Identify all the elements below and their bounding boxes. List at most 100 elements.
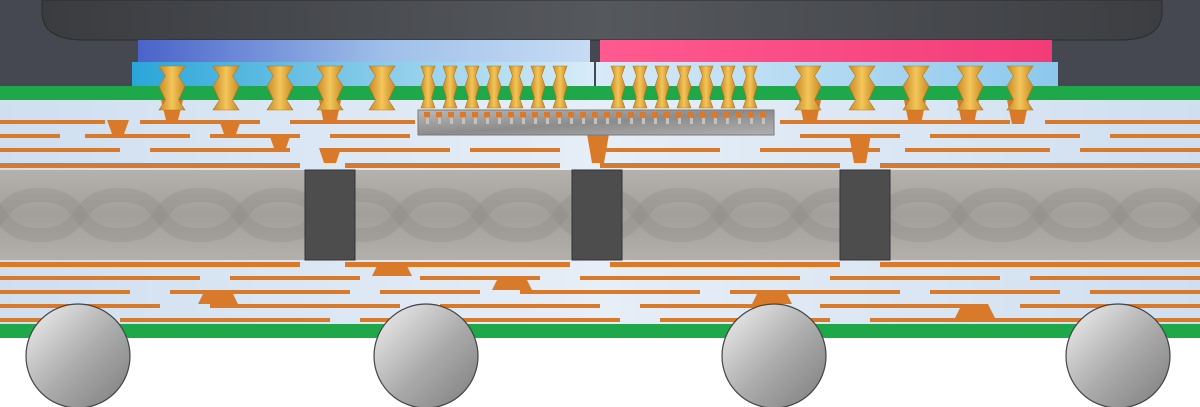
- bridge-pad: [520, 112, 526, 117]
- bridge-pad: [700, 112, 706, 117]
- copper-via: [955, 304, 995, 318]
- bridge-pad: [472, 112, 478, 117]
- solder-ball: [25, 303, 131, 407]
- copper-trace: [600, 148, 720, 152]
- bridge-pad-link: [582, 118, 585, 124]
- copper-trace: [380, 290, 480, 294]
- copper-trace: [580, 276, 800, 280]
- copper-via: [587, 134, 609, 163]
- bridge-pad: [760, 112, 766, 117]
- bridge-pad-link: [450, 118, 453, 124]
- bridge-pad-link: [510, 118, 513, 124]
- bridge-pad: [616, 112, 622, 117]
- solder-mask-bottom: [0, 324, 1200, 338]
- bridge-pad-link: [534, 118, 537, 124]
- bridge-pad: [460, 112, 466, 117]
- die-left: [138, 40, 590, 62]
- copper-trace: [880, 262, 1200, 267]
- bridge-pad-link: [438, 118, 441, 124]
- bridge-pad: [496, 112, 502, 117]
- copper-trace: [0, 163, 300, 168]
- copper-via: [269, 134, 291, 148]
- copper-trace: [320, 148, 450, 152]
- copper-trace: [1045, 120, 1200, 124]
- copper-trace: [730, 290, 900, 294]
- microbump: [902, 65, 930, 111]
- bridge-pad: [592, 112, 598, 117]
- embedded-bridge-die: [417, 109, 775, 136]
- microbump: [464, 65, 480, 109]
- bridge-pad: [532, 112, 538, 117]
- solder-mask-top: [0, 86, 1200, 100]
- microbump: [676, 65, 692, 109]
- bridge-pad-link: [462, 118, 465, 124]
- copper-trace: [0, 134, 60, 138]
- copper-trace: [1150, 318, 1200, 322]
- copper-trace: [150, 148, 290, 152]
- copper-trace: [930, 290, 1060, 294]
- microbump: [632, 65, 648, 109]
- copper-trace: [780, 120, 1010, 124]
- copper-trace: [820, 304, 980, 308]
- bridge-pad: [748, 112, 754, 117]
- copper-via: [372, 262, 412, 276]
- copper-trace: [1090, 290, 1200, 294]
- copper-trace: [1080, 148, 1200, 152]
- bridge-pad-link: [678, 118, 681, 124]
- copper-via: [219, 120, 241, 134]
- copper-trace: [470, 148, 560, 152]
- copper-trace: [760, 148, 880, 152]
- bridge-pad-link: [618, 118, 621, 124]
- microbump: [442, 65, 458, 109]
- mold-compound-top-lobe: [41, 0, 1163, 41]
- microbump: [742, 65, 758, 109]
- copper-trace: [0, 290, 130, 294]
- bridge-pad-link: [714, 118, 717, 124]
- copper-trace: [140, 120, 260, 124]
- core-vias: [304, 169, 891, 261]
- solder-ball: [1065, 303, 1171, 407]
- microbump: [610, 65, 626, 109]
- copper-trace: [1030, 276, 1200, 280]
- bridge-pad-link: [726, 118, 729, 124]
- bridge-pad-link: [522, 118, 525, 124]
- copper-trace: [0, 276, 200, 280]
- bridge-pad-link: [594, 118, 597, 124]
- copper-trace: [0, 262, 300, 267]
- bridge-pad: [508, 112, 514, 117]
- bridge-pad: [664, 112, 670, 117]
- copper-via: [198, 290, 238, 304]
- copper-via: [319, 148, 341, 163]
- bridge-pad-link: [498, 118, 501, 124]
- bridge-pad-link: [666, 118, 669, 124]
- copper-trace: [1110, 134, 1200, 138]
- copper-via: [107, 120, 129, 134]
- bridge-pad-link: [474, 118, 477, 124]
- bridge-pad: [484, 112, 490, 117]
- die-right: [600, 40, 1052, 62]
- copper-trace: [0, 148, 120, 152]
- bridge-pad-link: [654, 118, 657, 124]
- microbump: [212, 65, 240, 111]
- copper-trace: [640, 304, 780, 308]
- copper-trace: [345, 262, 570, 267]
- copper-trace: [230, 276, 360, 280]
- copper-trace: [880, 163, 1200, 168]
- copper-trace: [520, 290, 700, 294]
- bridge-pad-link: [558, 118, 561, 124]
- core-via: [304, 169, 356, 261]
- bridge-pad-link: [570, 118, 573, 124]
- copper-trace: [360, 318, 620, 322]
- bridge-pad: [688, 112, 694, 117]
- bridge-pad-link: [738, 118, 741, 124]
- copper-trace: [930, 134, 1080, 138]
- bridge-pad: [640, 112, 646, 117]
- microbump: [956, 65, 984, 111]
- copper-trace: [170, 290, 350, 294]
- solder-ball: [721, 303, 827, 407]
- microbump: [1006, 65, 1034, 111]
- bridge-pad: [676, 112, 682, 117]
- copper-trace: [330, 134, 410, 138]
- core-via: [839, 169, 891, 261]
